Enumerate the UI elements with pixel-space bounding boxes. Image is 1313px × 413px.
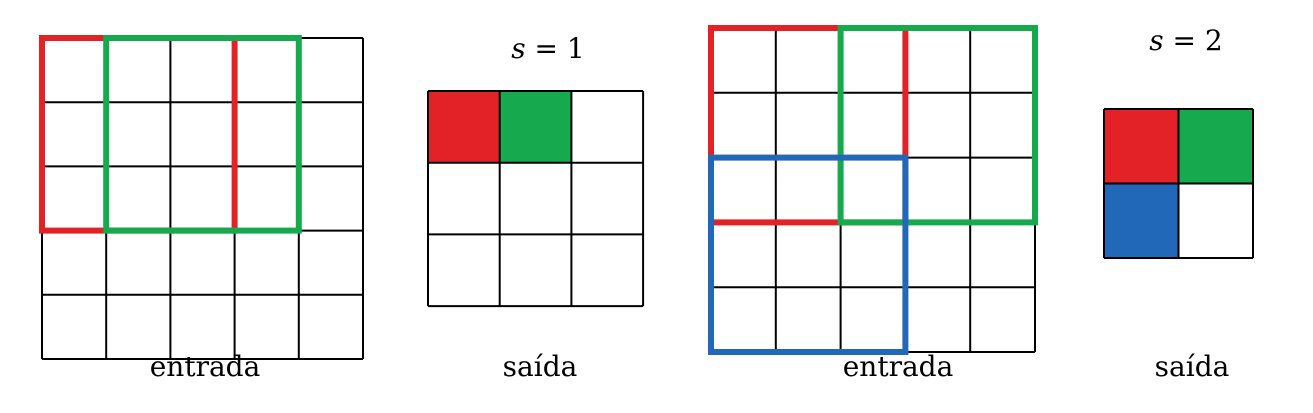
filter-window-red	[708, 25, 909, 226]
output-stride-2-panel: s = 2 saída	[1103, 24, 1254, 383]
stride-variable: s	[1149, 24, 1163, 57]
input-stride-2-grid	[710, 27, 1036, 353]
output-cell-green	[1178, 109, 1253, 184]
output-stride-1-grid	[427, 90, 645, 308]
output-caption: saída	[503, 350, 578, 383]
stride-value: 2	[1205, 24, 1223, 57]
filter-window-green	[103, 35, 302, 234]
input-caption: entrada	[843, 350, 954, 383]
output-cell-green	[499, 91, 572, 163]
stride-equals: =	[526, 32, 567, 65]
output-cell-blue	[1104, 183, 1179, 258]
output-stride-2-grid	[1103, 108, 1254, 259]
input-caption: entrada	[150, 350, 261, 383]
stride-equals: =	[1164, 24, 1205, 57]
stride-label: s = 1	[511, 32, 584, 65]
input-stride-1-panel: entrada	[39, 35, 364, 383]
output-caption: saída	[1155, 350, 1230, 383]
output-stride-1-panel: s = 1 saída	[427, 32, 645, 383]
output-cell-red	[428, 91, 500, 163]
input-stride-2-panel: entrada	[708, 25, 1038, 383]
filter-window-blue	[708, 154, 909, 355]
stride-variable: s	[511, 32, 525, 65]
filter-window-red	[39, 35, 238, 234]
filter-window-green	[837, 25, 1038, 226]
stride-value: 1	[567, 32, 585, 65]
input-stride-1-grid	[41, 37, 364, 360]
output-cell-red	[1104, 109, 1179, 184]
stride-label: s = 2	[1149, 24, 1222, 57]
